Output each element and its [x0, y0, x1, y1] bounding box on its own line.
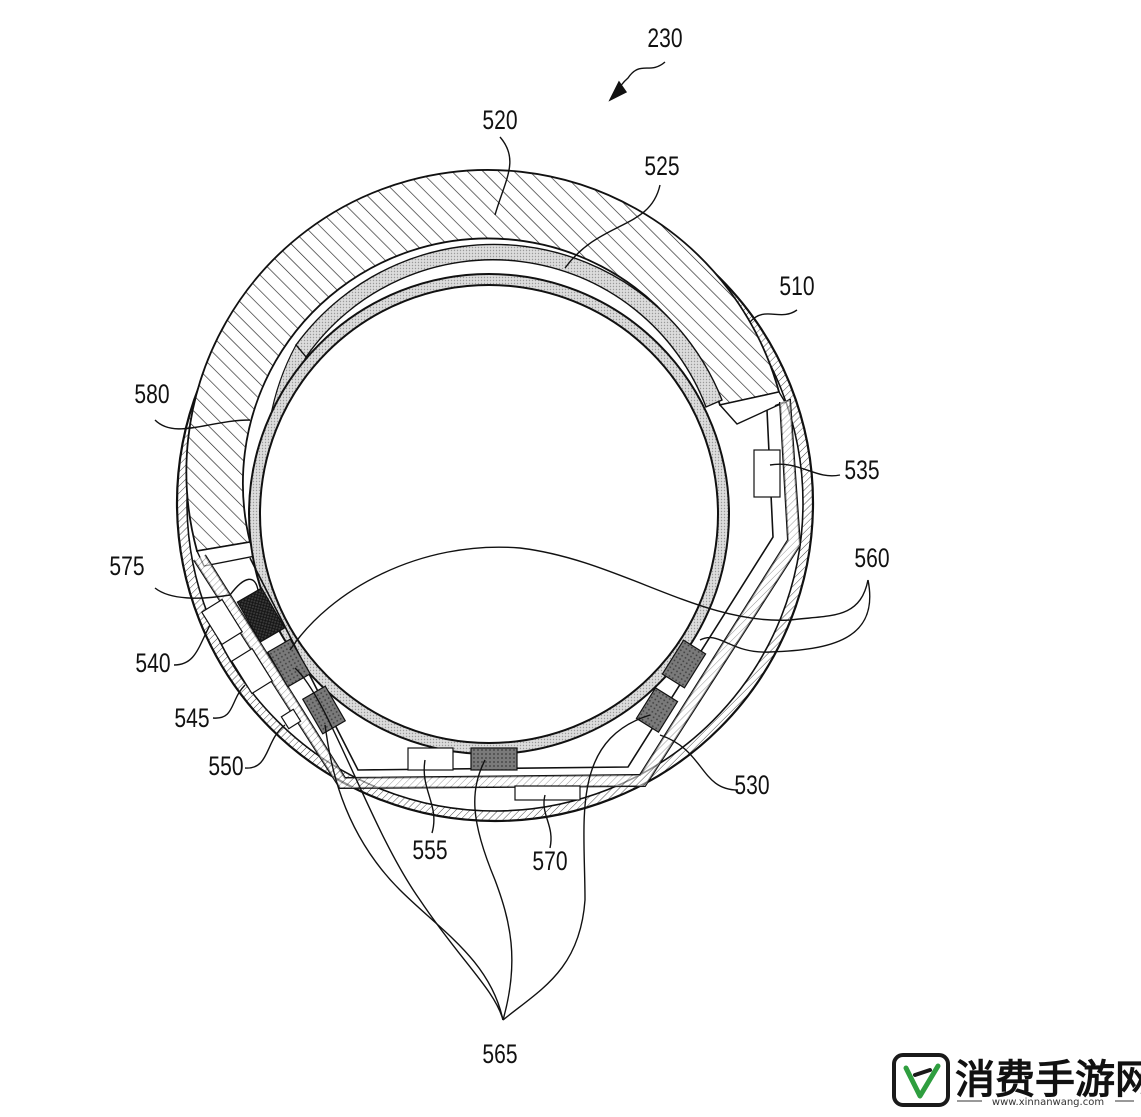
- component-535: [753, 449, 781, 498]
- watermark-text: 消费手游网: [955, 1057, 1141, 1103]
- label-570: 570: [532, 847, 567, 877]
- label-230: 230: [647, 24, 682, 54]
- finger-opening: [248, 273, 730, 755]
- component-555: [407, 747, 454, 771]
- leader-lines: [154, 61, 871, 1021]
- watermark: 消费手游网 www.xinnanwang.com: [892, 1053, 1141, 1108]
- component-boxes: [200, 449, 781, 801]
- label-560: 560: [854, 544, 889, 574]
- component-545: [230, 647, 274, 695]
- watermark-url: www.xinnanwang.com: [992, 1097, 1104, 1108]
- label-525: 525: [644, 152, 679, 182]
- label-545: 545: [174, 704, 209, 734]
- label-580: 580: [134, 380, 169, 410]
- label-565: 565: [482, 1040, 517, 1070]
- label-510: 510: [779, 272, 814, 302]
- label-550: 550: [208, 752, 243, 782]
- label-555: 555: [412, 836, 447, 866]
- label-530: 530: [734, 771, 769, 801]
- label-520: 520: [482, 106, 517, 136]
- electrodes-565: [236, 587, 707, 771]
- component-540: [200, 598, 244, 646]
- component-570: [514, 785, 581, 801]
- label-575: 575: [109, 552, 144, 582]
- component-550: [280, 708, 302, 730]
- reference-numerals: 230 520 525 510 580 535 560 575 540 545 …: [109, 24, 889, 1070]
- label-540: 540: [135, 649, 170, 679]
- label-535: 535: [844, 456, 879, 486]
